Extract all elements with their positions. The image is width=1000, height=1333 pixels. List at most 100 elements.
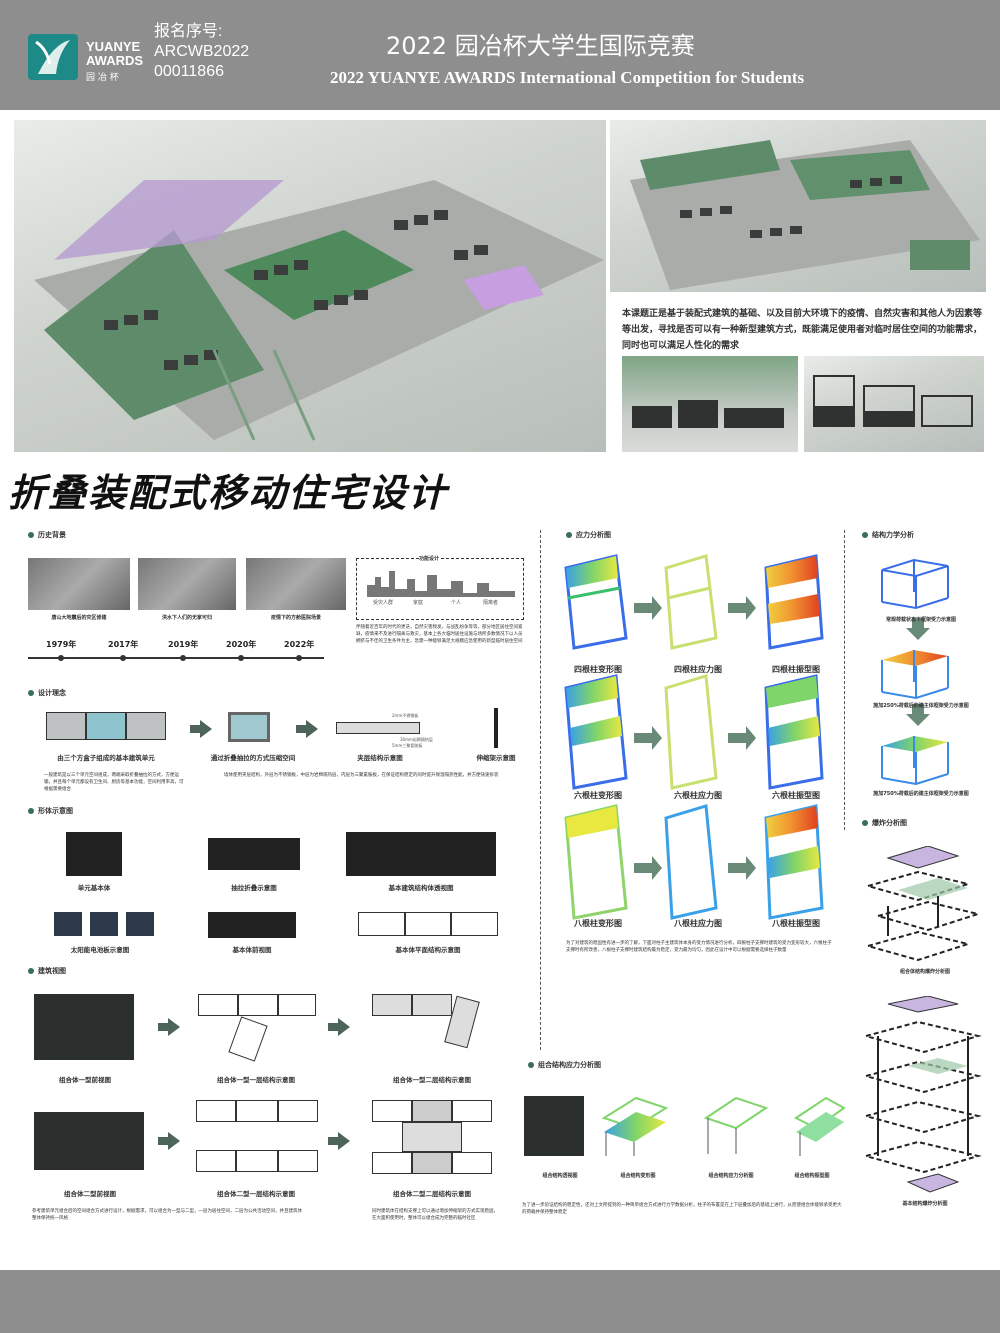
stress-caption: 六根柱应力图 (674, 791, 722, 800)
views-text-2: 同时建筑体在结构支撑上可以通过增加伸缩架的方式实现稳固，在大面积使用时，整体可以… (372, 1209, 498, 1221)
street-render-left (622, 356, 798, 452)
logo-text: YUANYE AWARDS (86, 39, 144, 68)
concept-unit-left (46, 712, 86, 740)
timeline-year: 2022年 (284, 640, 315, 649)
stress-caption: 八根柱振型图 (772, 919, 820, 928)
concept-compressed-unit (228, 712, 270, 742)
combo1-floor1-plan (198, 994, 316, 1062)
timeline-dot (296, 655, 302, 661)
layer-label: 30mm岩棉隔热层 (400, 737, 433, 742)
history-photo-1 (28, 558, 130, 610)
combo1-floor2-plan (372, 994, 492, 1060)
section-history-heading: 历史背景 (28, 530, 66, 540)
concept-caption-2: 通过折叠抽拉的方式压缩空间 (210, 754, 296, 762)
stress-caption: 六根柱变形图 (574, 791, 622, 800)
combo-caption: 组合结构透视图 (542, 1173, 578, 1179)
views-caption-2: 组合体一型一层结构示意图 (217, 1076, 295, 1084)
arrow-right-icon (328, 1132, 350, 1150)
concept-caption-4: 伸缩架示意图 (476, 754, 516, 762)
arrow-right-icon (190, 720, 212, 738)
combo2-floor1-plan (196, 1100, 318, 1178)
form-caption-1: 单元基本体 (77, 884, 111, 892)
arrow-right-icon (328, 1018, 350, 1036)
combo-analysis-graphics (601, 1096, 846, 1156)
history-photo-caption-2: 洪水下人们的无家可归 (161, 615, 212, 621)
timeline-year: 2017年 (108, 640, 139, 649)
history-photo-3 (246, 558, 346, 610)
concept-unit-right (126, 712, 166, 740)
timeline-dot (238, 655, 244, 661)
combo-perspective (524, 1096, 584, 1156)
combo1-front-view (34, 994, 134, 1060)
concept-caption-3: 夹层结构示意图 (357, 754, 403, 762)
section-combo-heading: 组合结构应力分析图 (528, 1060, 601, 1070)
stress-caption: 四根柱应力图 (674, 665, 722, 674)
stress-caption: 八根柱应力图 (674, 919, 722, 928)
concept-text-2: 墙体使用夹层结构，外层为不锈钢板，中层为岩棉隔热层，内层为三聚氰胺板，在保证结构… (224, 773, 499, 778)
intro-text: 本课题正是基于装配式建筑的基础、以及目前大环境下的疫情、自然灾害和其他人为因素等… (622, 309, 983, 351)
combo-caption: 组合结构振型图 (794, 1173, 830, 1179)
concept-layer-section (336, 722, 420, 734)
views-caption-4: 组合体二型前视图 (64, 1190, 116, 1198)
aerial-render-secondary (610, 120, 986, 292)
layer-label: 2mm不锈钢板 (392, 713, 419, 718)
registration-number: 报名序号: ARCWB2022 00011866 (154, 23, 250, 80)
concept-text-1: 一般建筑是以三个单元空间组成，两端采取折叠抽拉的方式，方便运输，并且每个单元都设… (44, 773, 184, 792)
timeline-year: 2019年 (168, 640, 199, 649)
footer-bar (0, 1270, 1000, 1333)
history-design-text: 伴随着近百年的时代的更迭，自然灾害频发，与战乱纷争等等，部分地区居住空间紧缺，疫… (356, 625, 523, 644)
yuanye-logo-icon (28, 34, 78, 80)
views-caption-1: 组合体一型前视图 (59, 1076, 111, 1084)
form-caption-5: 基本体前视图 (232, 946, 272, 954)
competition-title-en: 2022 YUANYE AWARDS International Competi… (330, 68, 805, 87)
aerial-render-main (14, 120, 606, 452)
section-concept-heading: 设计理念 (28, 688, 66, 698)
explode-caption: 组合体结构爆炸分析图 (899, 969, 950, 975)
logo-subtitle: 园 冶 杯 (86, 73, 119, 83)
mech-analysis-graphics (881, 558, 949, 786)
concept-unit-middle (86, 712, 126, 740)
timeline-year: 1979年 (46, 640, 77, 649)
header-bar: YUANYE AWARDS 园 冶 杯 报名序号: ARCWB2022 0001… (0, 0, 1000, 110)
explode-basic-graphic (862, 996, 982, 1193)
timeline-line (28, 657, 324, 659)
timeline-dot (58, 655, 64, 661)
form-caption-3: 基本建筑结构体透视图 (388, 884, 454, 892)
form-basic-structure-perspective (346, 832, 496, 876)
combo-caption: 组合结构应力分析图 (708, 1173, 754, 1179)
explode-combo-graphic (864, 846, 982, 962)
section-views-heading: 建筑视图 (28, 966, 66, 976)
form-caption-6: 基本体平面结构示意图 (395, 946, 461, 954)
timeline-dot (120, 655, 126, 661)
form-caption-2: 抽拉折叠示意图 (231, 884, 277, 892)
stress-caption: 四根柱振型图 (772, 665, 820, 674)
section-form-heading: 形体示意图 (28, 806, 73, 816)
timeline-dot (180, 655, 186, 661)
form-pull-fold (208, 838, 300, 870)
arrow-right-icon (158, 1018, 180, 1036)
views-caption-3: 组合体一型二层结构示意图 (393, 1076, 471, 1084)
competition-title-cn: 2022 园冶杯大学生国际竞赛 (386, 32, 695, 60)
views-caption-5: 组合体二型一层结构示意图 (217, 1190, 295, 1198)
stress-text: 为了对建筑的稳固性有进一步的了解，下面对柱子主建筑体本身的受力情况进行分析，四根… (566, 941, 832, 953)
explode-caption: 基本结构爆炸分析图 (902, 1201, 948, 1207)
history-photo-2 (138, 558, 236, 610)
form-solar-panels (54, 912, 154, 936)
concept-caption-1: 由三个方盒子组成的基本建筑单元 (57, 754, 155, 762)
concept-telescopic-frame (494, 708, 498, 748)
section-explode-heading: 爆炸分析图 (862, 818, 907, 828)
timeline-year: 2020年 (226, 640, 257, 649)
combo-text: 为了进一步验证结构的稳定性，还对上文所提到的一种简单组合方式进行力学数据分析，柱… (522, 1203, 842, 1215)
layer-label: 5mm三聚氰胺板 (392, 743, 423, 748)
mech-caption: 常规荷载状态下框架受力示意图 (885, 617, 956, 623)
column-divider (844, 530, 845, 830)
history-photo-caption-1: 唐山大地震后的灾区修建 (51, 615, 107, 621)
history-photo-caption-3: 疫情下的方舱医院场景 (270, 615, 321, 621)
views-text-1: 参考建筑单元组合后的空间组合方式进行设计，根据需求，可以组合为一型与二型，一层为… (32, 1209, 302, 1221)
stress-caption: 四根柱变形图 (574, 665, 622, 674)
function-design-box: 功能设计 受灾人群 家庭 个人 隔离者 (356, 555, 524, 620)
stress-caption: 八根柱变形图 (574, 919, 622, 928)
stress-caption: 六根柱振型图 (772, 791, 820, 800)
combo2-front-view (34, 1112, 144, 1170)
views-caption-6: 组合体二型二层结构示意图 (393, 1190, 471, 1198)
